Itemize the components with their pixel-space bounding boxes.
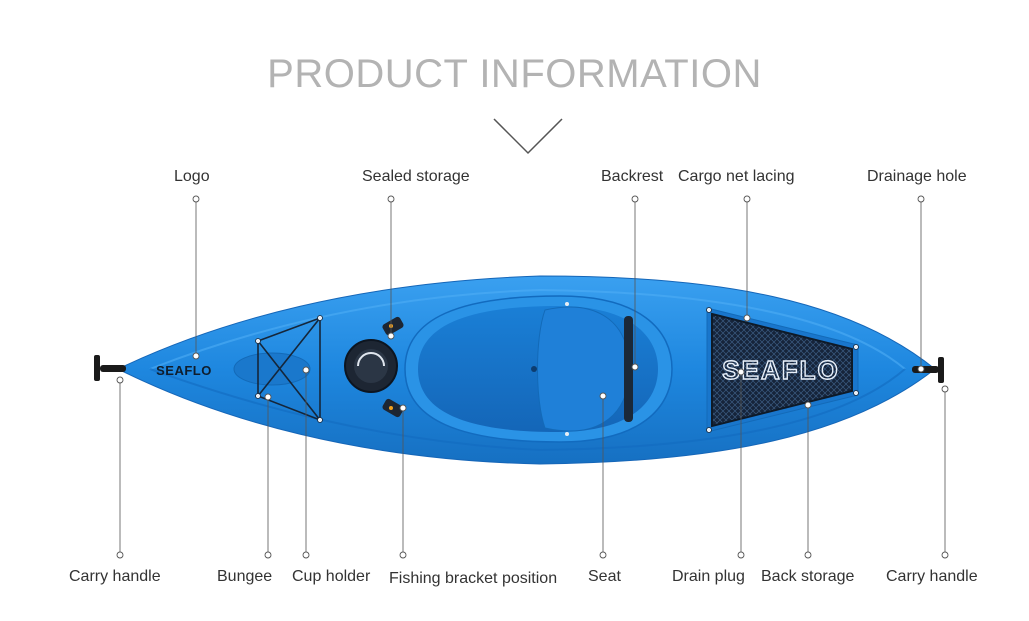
label-drain-plug: Drain plug — [672, 568, 745, 585]
sealed-storage-hatch — [344, 339, 398, 393]
carry-handle-front — [94, 355, 126, 381]
label-bungee: Bungee — [217, 568, 273, 585]
backrest — [624, 316, 633, 422]
label-carry-handle-rear: Carry handle — [886, 568, 978, 585]
front-logo: SEAFLO — [156, 363, 212, 378]
label-backrest: Backrest — [601, 168, 664, 185]
callout-dots — [116, 195, 949, 559]
page-title: PRODUCT INFORMATION — [267, 52, 762, 96]
label-fishing-bracket-position: Fishing bracket position — [389, 570, 558, 587]
label-logo: Logo — [174, 168, 210, 185]
seat — [537, 306, 631, 432]
callout-leaders — [119, 199, 946, 555]
label-sealed-storage: Sealed storage — [362, 168, 470, 185]
label-back-storage: Back storage — [761, 568, 855, 585]
label-drainage-hole: Drainage hole — [867, 168, 967, 185]
label-seat: Seat — [588, 568, 621, 585]
label-cup-holder: Cup holder — [292, 568, 371, 585]
chevron-down-icon — [493, 118, 563, 155]
label-carry-handle-front: Carry handle — [69, 568, 161, 585]
cup-holder-recess — [233, 352, 311, 386]
label-cargo-net-lacing: Cargo net lacing — [678, 168, 795, 185]
cargo-net — [711, 312, 853, 428]
